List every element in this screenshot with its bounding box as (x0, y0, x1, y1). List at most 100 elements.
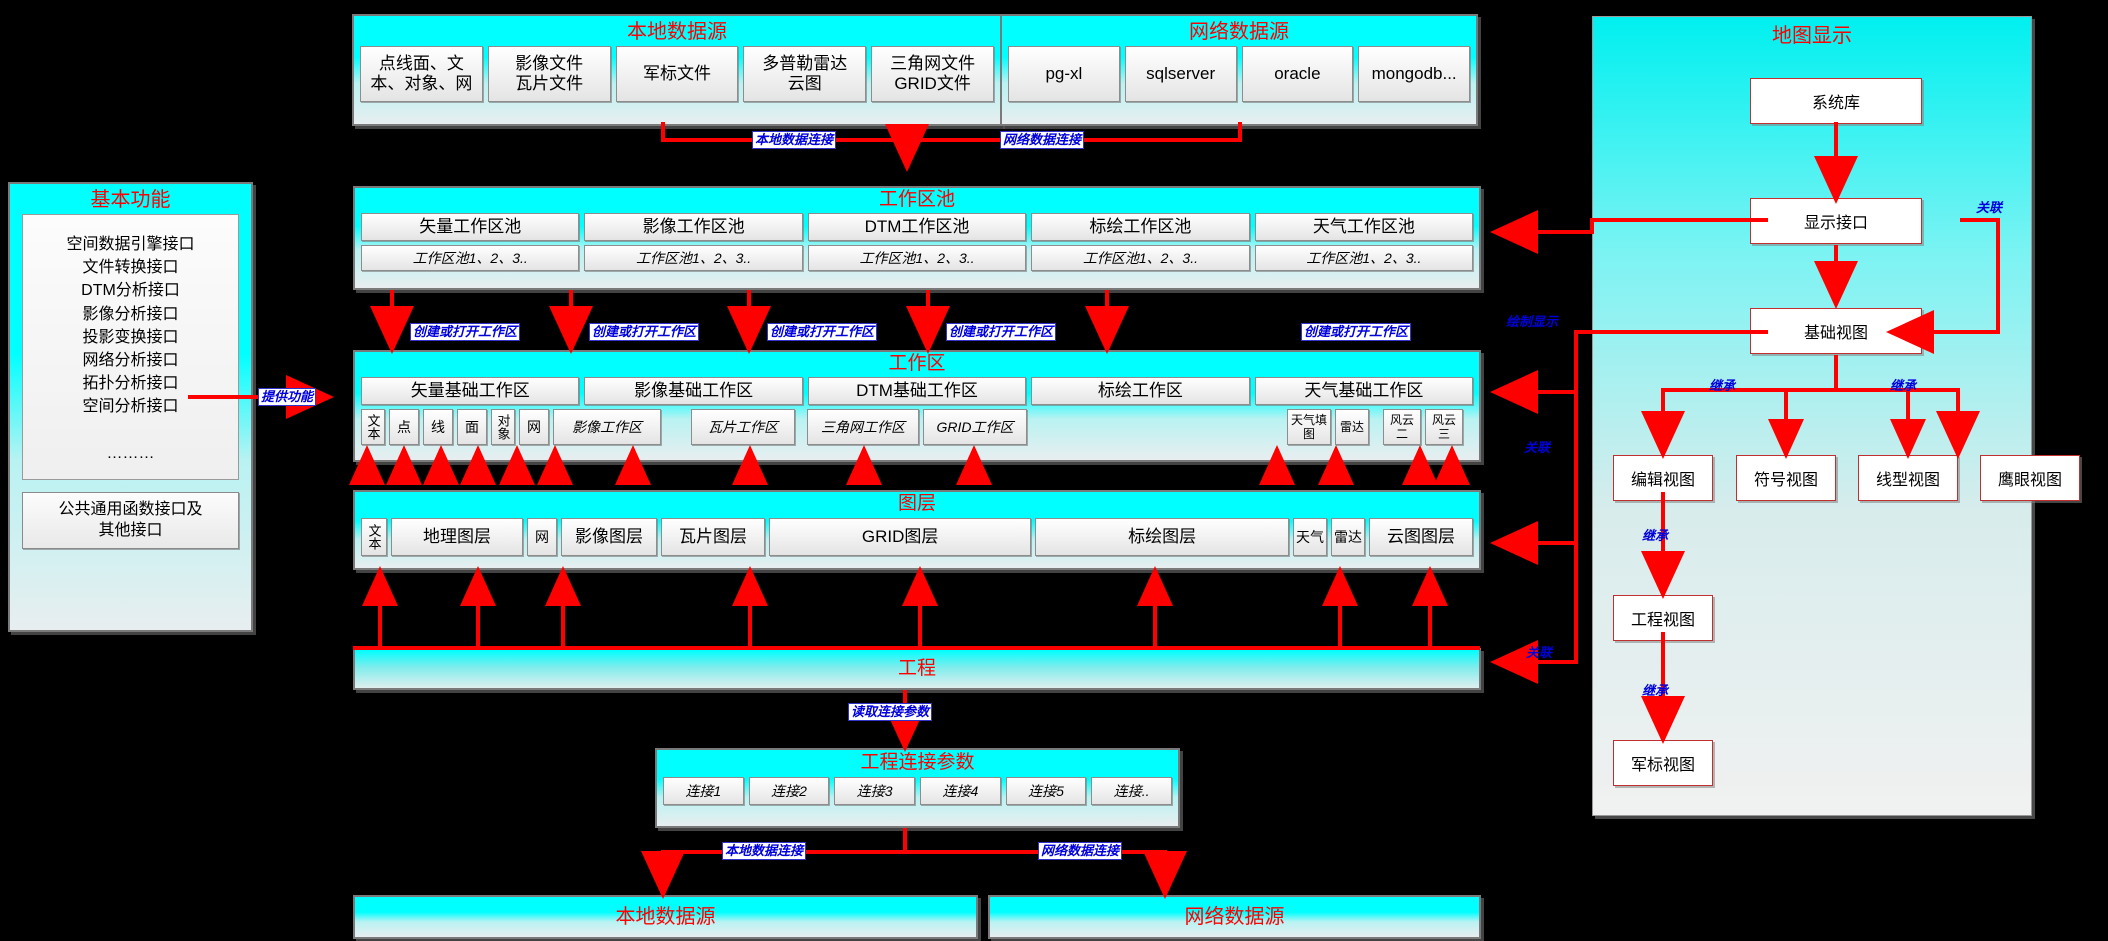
basic-functions-panel: 基本功能 空间数据引擎接口 文件转换接口 DTM分析接口 影像分析接口 投影变换… (8, 182, 253, 632)
workpool-title: 工作区池 (878, 189, 955, 210)
edge-label-association: 关联 (1526, 645, 1553, 660)
workarea-sub-fengyun2[interactable]: 风云二 (1383, 408, 1421, 445)
connection-item[interactable]: 连接.. (1091, 776, 1173, 805)
workarea-sub-net[interactable]: 网 (519, 408, 549, 445)
basic-functions-title: 基本功能 (90, 189, 171, 211)
layer-plot[interactable]: 标绘图层 (1035, 517, 1289, 556)
layers-title: 图层 (897, 493, 936, 514)
layer-tile[interactable]: 瓦片图层 (661, 517, 765, 556)
edge-label-association: 关联 (1976, 200, 2003, 215)
workpool-instance[interactable]: 工作区池1、2、3.. (1031, 244, 1250, 271)
node-project-view[interactable]: 工程视图 (1613, 595, 1713, 641)
project-connection-params-panel: 工程连接参数 连接1 连接2 连接3 连接4 连接5 连接.. (655, 748, 1180, 828)
edge-label-local-data-conn: 本地数据连接 (752, 131, 837, 150)
edge-label-inherit: 继承 (1642, 528, 1669, 543)
node-eagle-view[interactable]: 鹰眼视图 (1980, 455, 2080, 501)
local-source-item[interactable]: 点线面、文 本、对象、网 (360, 46, 483, 102)
layer-text[interactable]: 文本 (361, 517, 387, 556)
node-base-view[interactable]: 基础视图 (1750, 308, 1922, 354)
layer-grid[interactable]: GRID图层 (769, 517, 1032, 556)
workarea-sub-image[interactable]: 影像工作区 (553, 408, 661, 445)
node-military-view[interactable]: 军标视图 (1613, 740, 1713, 786)
workarea-sub-tin[interactable]: 三角网工作区 (807, 408, 919, 445)
local-source-item[interactable]: 多普勒雷达 云图 (743, 46, 867, 102)
workarea-sub-point[interactable]: 点 (389, 408, 419, 445)
common-interface-box[interactable]: 公共通用函数接口及 其他接口 (22, 491, 239, 550)
local-source-item[interactable]: 军标文件 (615, 46, 739, 102)
workpool-item[interactable]: 标绘工作区池 (1031, 212, 1250, 241)
workpool-item[interactable]: 矢量工作区池 (361, 212, 580, 241)
map-display-title: 地图显示 (1772, 25, 1852, 47)
project-params-title: 工程连接参数 (860, 752, 975, 773)
edge-label-inherit: 继承 (1890, 378, 1917, 393)
edge-label-network-data-conn: 网络数据连接 (1038, 842, 1123, 861)
node-display-interface[interactable]: 显示接口 (1750, 198, 1922, 244)
workpool-instance[interactable]: 工作区池1、2、3.. (361, 244, 580, 271)
network-source-item[interactable]: pg-xl (1008, 46, 1120, 102)
workpool-instance[interactable]: 工作区池1、2、3.. (584, 244, 803, 271)
workarea-sub-object[interactable]: 对象 (491, 408, 515, 445)
workpool-panel: 工作区池 矢量工作区池 影像工作区池 DTM工作区池 标绘工作区池 天气工作区池… (353, 186, 1481, 290)
network-data-source-bottom-title: 网络数据源 (1184, 906, 1285, 928)
layer-net[interactable]: 网 (527, 517, 557, 556)
network-source-item[interactable]: sqlserver (1124, 46, 1237, 102)
workarea-sub-radar[interactable]: 雷达 (1335, 408, 1369, 445)
interface-list: 空间数据引擎接口 文件转换接口 DTM分析接口 影像分析接口 投影变换接口 网络… (22, 214, 239, 480)
workarea-sub-line[interactable]: 线 (423, 408, 453, 445)
layer-cloud[interactable]: 云图图层 (1369, 517, 1473, 556)
edge-label-inherit: 继承 (1709, 378, 1736, 393)
network-source-item[interactable]: oracle (1241, 46, 1354, 102)
layer-weather[interactable]: 天气 (1293, 517, 1327, 556)
workarea-base[interactable]: 矢量基础工作区 (361, 376, 580, 405)
edge-label-create-or-open: 创建或打开工作区 (410, 323, 521, 342)
node-symbol-view[interactable]: 符号视图 (1736, 455, 1836, 501)
edge-label-local-data-conn: 本地数据连接 (722, 842, 807, 861)
edge-label-create-or-open: 创建或打开工作区 (767, 323, 878, 342)
workpool-instance[interactable]: 工作区池1、2、3.. (807, 244, 1027, 271)
workpool-item[interactable]: 影像工作区池 (584, 212, 803, 241)
local-source-item[interactable]: 三角网文件 GRID文件 (871, 46, 994, 102)
workarea-sub-polygon[interactable]: 面 (457, 408, 487, 445)
local-data-source-bottom-panel: 本地数据源 (353, 895, 978, 939)
workarea-panel: 工作区 矢量基础工作区 影像基础工作区 DTM基础工作区 标绘工作区 天气基础工… (353, 350, 1481, 462)
node-edit-view[interactable]: 编辑视图 (1613, 455, 1713, 501)
workpool-instance[interactable]: 工作区池1、2、3.. (1254, 244, 1474, 271)
connection-item[interactable]: 连接3 (834, 776, 916, 805)
workarea-base[interactable]: 天气基础工作区 (1254, 376, 1474, 405)
connection-item[interactable]: 连接2 (748, 776, 830, 805)
edge-label-create-or-open: 创建或打开工作区 (1301, 323, 1412, 342)
edge-label-network-data-conn: 网络数据连接 (1000, 131, 1085, 150)
connection-item[interactable]: 连接5 (1005, 776, 1087, 805)
layer-geo[interactable]: 地理图层 (391, 517, 523, 556)
edge-label-inherit: 继承 (1642, 683, 1669, 698)
edge-label-provide-function: 提供功能 (258, 388, 317, 407)
local-data-source-panel: 本地数据源 点线面、文 本、对象、网 影像文件 瓦片文件 军标文件 多普勒雷达 … (352, 14, 1002, 126)
workarea-base[interactable]: 标绘工作区 (1031, 376, 1250, 405)
workarea-sub-weather-map[interactable]: 天气填图 (1287, 408, 1331, 445)
local-source-item[interactable]: 影像文件 瓦片文件 (487, 46, 611, 102)
workarea-sub-tile[interactable]: 瓦片工作区 (691, 408, 795, 445)
connection-item[interactable]: 连接4 (920, 776, 1001, 805)
project-panel: 工程 (353, 648, 1481, 690)
workpool-item[interactable]: 天气工作区池 (1254, 212, 1474, 241)
workarea-sub-text[interactable]: 文本 (361, 408, 385, 445)
workarea-base[interactable]: DTM基础工作区 (807, 376, 1027, 405)
network-data-source-title: 网络数据源 (1189, 21, 1289, 43)
node-system-lib[interactable]: 系统库 (1750, 78, 1922, 124)
edge-label-create-or-open: 创建或打开工作区 (589, 323, 700, 342)
layer-radar[interactable]: 雷达 (1331, 517, 1365, 556)
edge-label-create-or-open: 创建或打开工作区 (946, 323, 1057, 342)
network-data-source-panel: 网络数据源 pg-xl sqlserver oracle mongodb... (1000, 14, 1478, 126)
local-data-source-title: 本地数据源 (627, 21, 727, 43)
node-line-view[interactable]: 线型视图 (1858, 455, 1958, 501)
workarea-sub-grid[interactable]: GRID工作区 (923, 408, 1027, 445)
layers-panel: 图层 文本 地理图层 网 影像图层 瓦片图层 GRID图层 标绘图层 天气 雷达… (353, 490, 1481, 570)
workpool-item[interactable]: DTM工作区池 (807, 212, 1027, 241)
network-source-item[interactable]: mongodb... (1358, 46, 1470, 102)
local-data-source-bottom-title: 本地数据源 (615, 906, 716, 928)
connection-item[interactable]: 连接1 (663, 776, 744, 805)
workarea-sub-fengyun3[interactable]: 风云三 (1425, 408, 1463, 445)
layer-image[interactable]: 影像图层 (561, 517, 657, 556)
workarea-base[interactable]: 影像基础工作区 (584, 376, 803, 405)
edge-label-draw-display: 绘制显示 (1506, 314, 1559, 329)
